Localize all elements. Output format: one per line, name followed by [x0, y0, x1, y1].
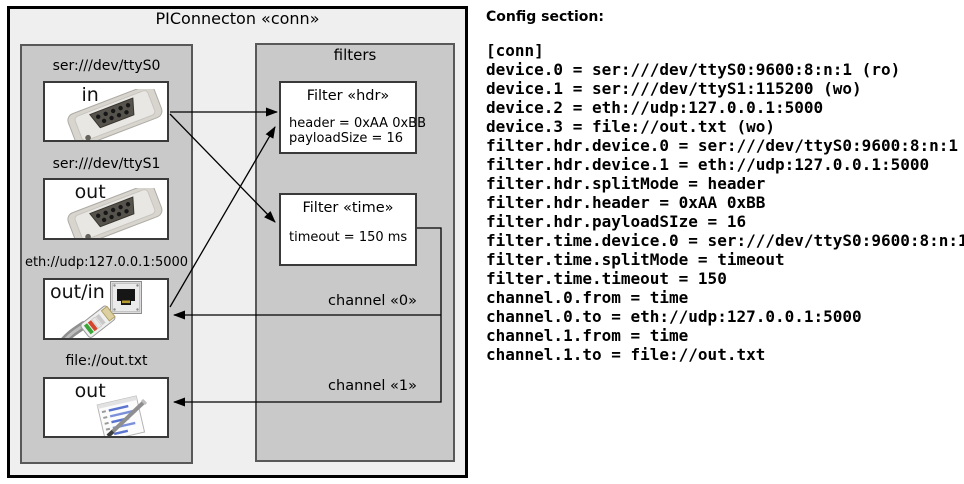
device-label-ttys0: ser:///dev/ttyS0 [52, 58, 161, 74]
ethernet-port-icon [110, 281, 142, 314]
notepad-pen-icon [96, 395, 148, 436]
device-box-ttys1: out [43, 178, 169, 240]
device-box-eth: out/in [43, 278, 169, 340]
rj45-plug-cable-icon [61, 305, 116, 338]
diagram-title: PIConnecton «conn» [155, 9, 320, 28]
filters-panel-title: filters [333, 46, 377, 64]
filter-hdr-title: Filter «hdr» [306, 88, 390, 104]
channel-1-label: channel «1» [328, 378, 417, 394]
device-box-file: out [43, 377, 169, 438]
config-section-text: [conn] device.0 = ser:///dev/ttyS0:9600:… [486, 41, 964, 364]
channel-0-label: channel «0» [328, 293, 417, 309]
filter-hdr-property-header: header = 0xAA 0xBB [289, 116, 427, 131]
device-label-ttys1: ser:///dev/ttyS1 [52, 156, 161, 172]
filter-hdr-box: Filter «hdr» header = 0xAA 0xBB payloadS… [279, 81, 426, 154]
device-label-file: file://out.txt [65, 353, 148, 369]
filter-hdr-property-payloadsize: payloadSize = 16 [289, 131, 404, 146]
filter-time-title: Filter «time» [302, 200, 394, 216]
device-label-eth: eth://udp:127.0.0.1:5000 [24, 255, 189, 270]
config-section-heading: Config section: [486, 9, 604, 25]
device-mode-label: out [74, 181, 106, 203]
device-box-ttys0: in [43, 81, 169, 142]
device-mode-label: in [81, 84, 99, 106]
filter-time-property-timeout: timeout = 150 ms [289, 230, 408, 245]
device-mode-label: out [74, 380, 106, 402]
serial-db9-connector-icon [67, 188, 163, 238]
filter-time-box: Filter «time» timeout = 150 ms [279, 193, 417, 266]
serial-db9-connector-icon [67, 89, 163, 140]
device-mode-label: out/in [50, 281, 105, 303]
